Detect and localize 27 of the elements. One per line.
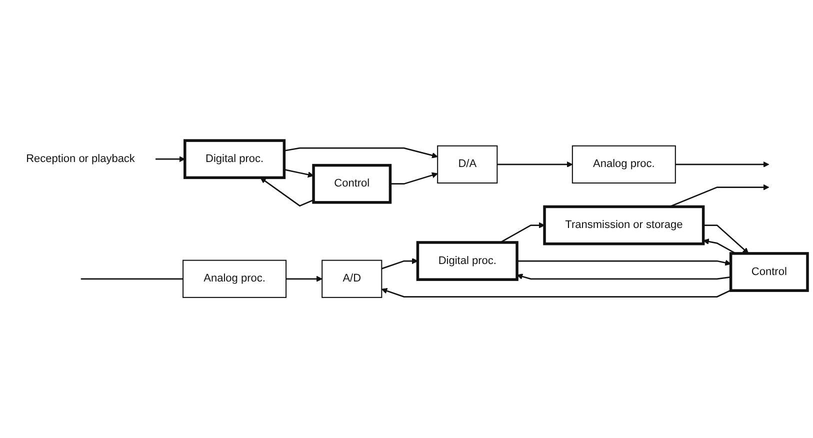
node-box: Control — [312, 164, 392, 204]
node-box: D/A — [437, 145, 498, 184]
arrow — [260, 177, 314, 207]
arrow — [284, 168, 314, 178]
arrow — [500, 222, 545, 244]
node-box: Analog proc. — [182, 260, 287, 298]
arrow — [381, 288, 732, 298]
arrow — [381, 258, 418, 270]
arrow — [286, 276, 322, 282]
arrow — [669, 184, 770, 208]
node-box: Control — [729, 252, 809, 292]
arrow — [156, 156, 186, 162]
node-box: A/D — [322, 260, 382, 298]
node-text: Reception or playback — [26, 152, 135, 165]
node-box: Analog proc. — [572, 145, 676, 184]
arrow — [703, 238, 736, 254]
arrow — [517, 260, 732, 266]
arrow — [703, 224, 749, 254]
node-box: Transmission or storage — [543, 205, 705, 246]
arrow — [284, 147, 438, 158]
node-box: Digital proc. — [416, 241, 518, 281]
arrow — [516, 274, 731, 280]
connector — [80, 278, 184, 280]
node-box: Digital proc. — [184, 139, 286, 180]
arrow — [675, 161, 770, 168]
arrow — [390, 172, 438, 185]
arrow — [497, 161, 573, 168]
